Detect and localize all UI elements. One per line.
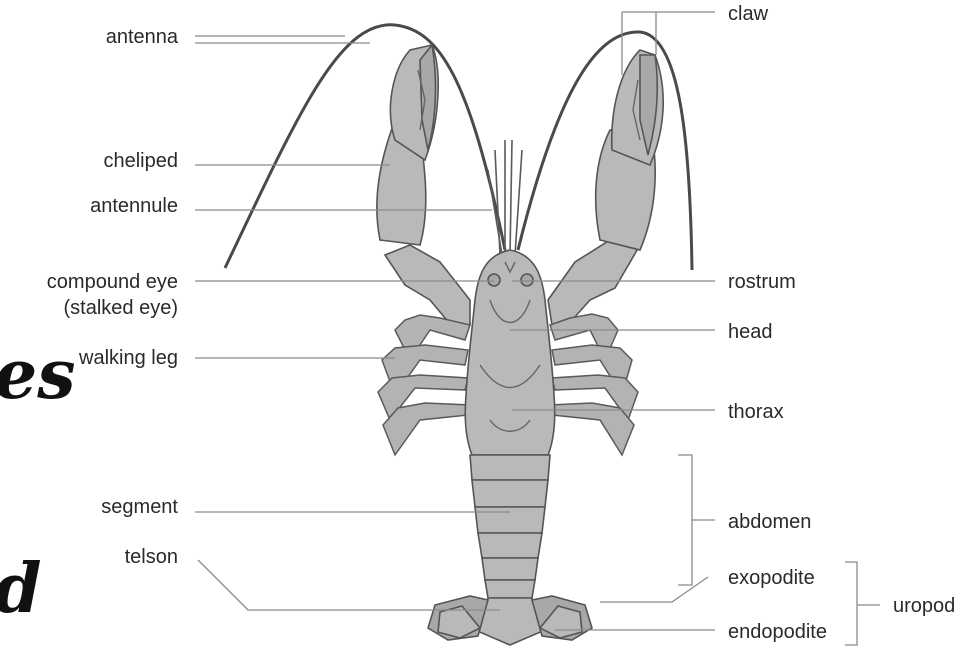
- label-stalked-eye: (stalked eye): [64, 297, 179, 319]
- tail-fan: [428, 596, 592, 645]
- label-telson: telson: [125, 546, 178, 568]
- label-cheliped: cheliped: [103, 150, 178, 172]
- label-segment: segment: [101, 496, 178, 518]
- label-abdomen: abdomen: [728, 511, 811, 533]
- label-antennule: antennule: [90, 195, 178, 217]
- label-exopodite: exopodite: [728, 567, 815, 589]
- label-compound-eye: compound eye: [47, 271, 178, 293]
- left-cheliped: [377, 45, 470, 330]
- label-walking-leg: walking leg: [78, 347, 178, 369]
- label-rostrum: rostrum: [728, 271, 796, 293]
- label-claw: claw: [728, 3, 769, 25]
- label-head: head: [728, 321, 773, 343]
- abdomen-segments: [470, 455, 550, 598]
- label-antenna: antenna: [106, 26, 179, 48]
- antennules: [488, 140, 522, 255]
- label-endopodite: endopodite: [728, 621, 827, 643]
- background-fragment-es: es: [0, 335, 76, 415]
- uropod-bracket: [845, 562, 857, 645]
- left-antenna: [225, 25, 505, 268]
- right-cheliped: [548, 50, 663, 328]
- left-walking-legs: [378, 315, 470, 455]
- brackets: [678, 455, 880, 645]
- left-eye: [488, 274, 500, 286]
- label-uropod: uropod: [893, 595, 955, 617]
- background-fragment-d: d: [0, 549, 42, 629]
- right-walking-legs: [550, 314, 638, 455]
- abdomen-bracket: [678, 455, 692, 585]
- label-thorax: thorax: [728, 401, 784, 423]
- right-eye: [521, 274, 533, 286]
